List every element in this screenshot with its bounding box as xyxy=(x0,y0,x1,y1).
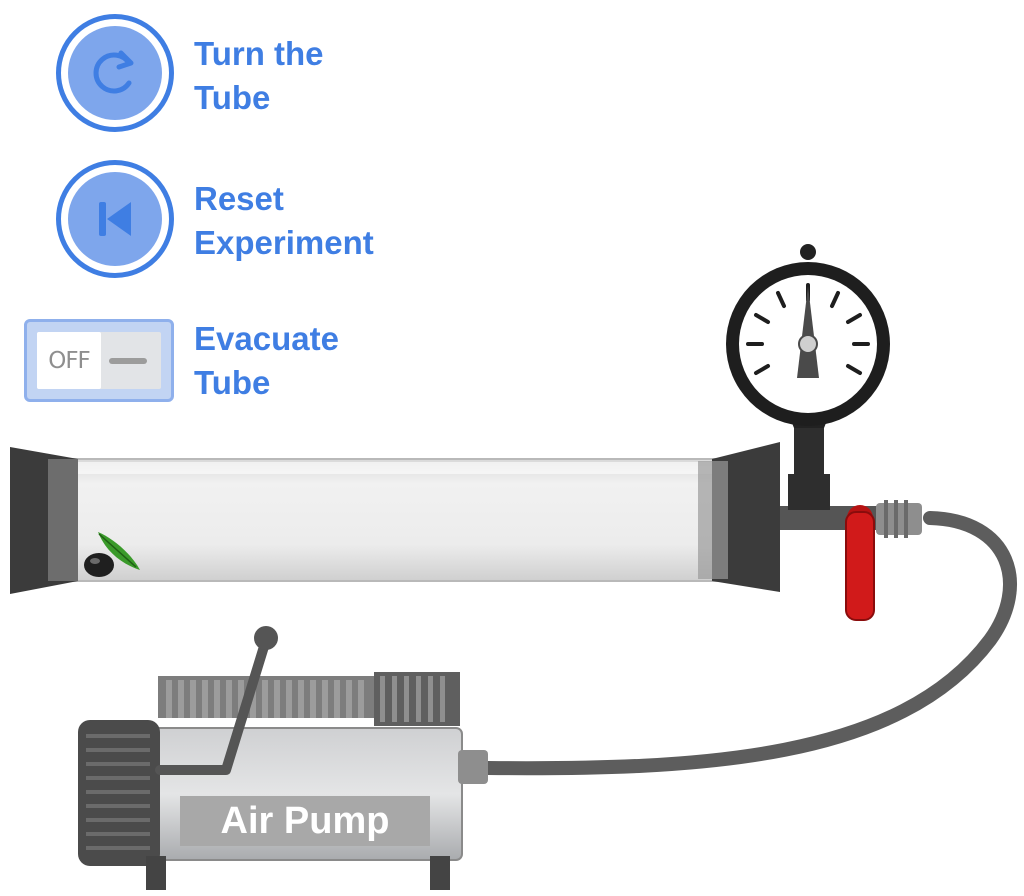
valve-assembly xyxy=(780,408,922,621)
rotate-clockwise-icon xyxy=(93,50,134,94)
toggle-knob: OFF xyxy=(37,332,101,389)
toggle-slot xyxy=(109,358,147,364)
glass-tube xyxy=(10,442,780,594)
air-pump-label: Air Pump xyxy=(220,800,390,842)
valve-handle xyxy=(845,511,875,621)
evacuate-label-line1: Evacuate xyxy=(194,320,339,357)
gauge-needle xyxy=(797,286,819,378)
reset-experiment-button[interactable] xyxy=(56,160,174,278)
tube-right-cap xyxy=(712,442,780,592)
reset-experiment-label[interactable]: Reset Experiment xyxy=(194,177,374,265)
pump-handle xyxy=(155,635,271,775)
evacuate-tube-label[interactable]: Evacuate Tube xyxy=(194,317,339,405)
coin-and-feather xyxy=(84,532,140,577)
toggle-track: OFF xyxy=(37,332,161,389)
air-hose xyxy=(481,511,1017,776)
evacuate-tube-toggle[interactable]: OFF xyxy=(24,319,174,402)
reset-label-line2: Experiment xyxy=(194,224,374,261)
turn-tube-label-line2: Tube xyxy=(194,79,271,116)
reset-label-line1: Reset xyxy=(194,180,284,217)
pressure-gauge xyxy=(726,244,890,426)
turn-tube-label[interactable]: Turn the Tube xyxy=(194,32,324,120)
skip-to-start-icon xyxy=(99,202,131,236)
turn-tube-button[interactable] xyxy=(56,14,174,132)
air-pump xyxy=(78,626,488,890)
coin xyxy=(84,553,114,577)
evacuate-label-line2: Tube xyxy=(194,364,271,401)
turn-tube-label-line1: Turn the xyxy=(194,35,324,72)
